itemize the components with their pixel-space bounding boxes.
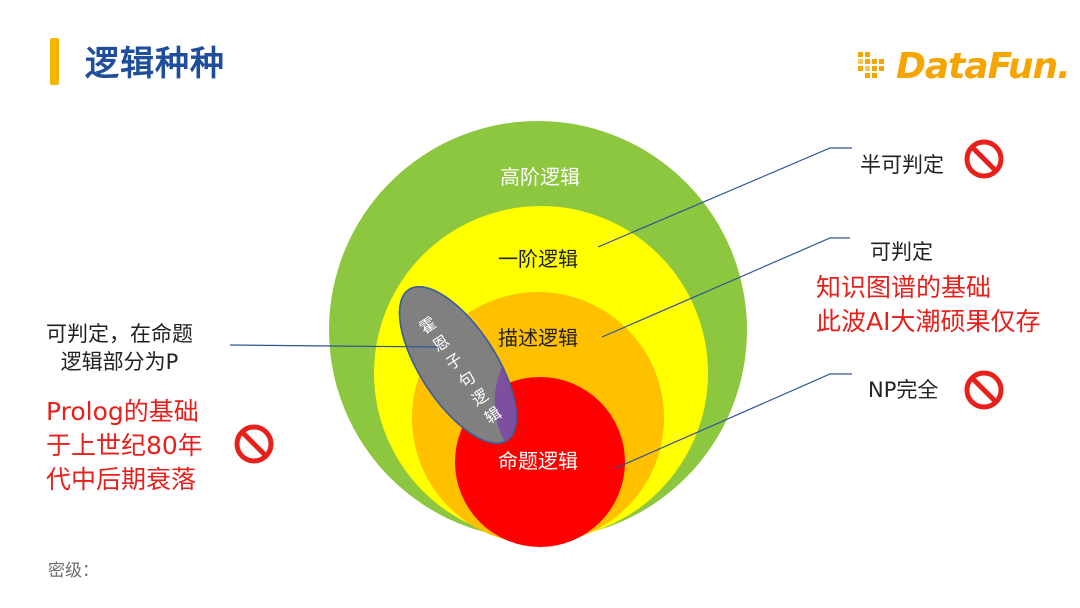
- description-logic-label: 描述逻辑: [498, 326, 578, 350]
- horn-annotation-line: 逻辑部分为P: [60, 350, 179, 374]
- prohibited-icon: [964, 139, 1004, 179]
- classification-label: 密级：: [48, 561, 99, 581]
- title-accent-bar: [50, 38, 59, 85]
- annotation-semi-decidable: 半可判定: [860, 153, 944, 177]
- leader-line-description: [601, 237, 850, 338]
- leader-line-horn: [229, 344, 438, 348]
- horn-annotation-line: 可判定，在命题: [46, 322, 193, 346]
- leader-line-propositional: [615, 373, 852, 469]
- annotation-np-complete: NP完全: [868, 378, 939, 402]
- prohibited-icon: [234, 424, 274, 464]
- prohibited-icon: [964, 370, 1004, 410]
- pixel-arrow-icon: [858, 52, 884, 78]
- annotation-decidable: 可判定: [870, 240, 933, 264]
- propositional-logic-label: 命题逻辑: [498, 449, 578, 473]
- prolog-note-line: Prolog的基础: [46, 397, 199, 426]
- annotation-kg-note: 知识图谱的基础 此波AI大潮硕果仅存: [816, 271, 1040, 339]
- annotation-horn-decidable: 可判定，在命题 逻辑部分为P: [46, 320, 193, 376]
- datafun-logo: DataFun.: [856, 42, 1071, 90]
- kg-note-line: 此波AI大潮硕果仅存: [816, 307, 1041, 336]
- leader-line-higher-order: [597, 147, 852, 248]
- annotation-prolog-note: Prolog的基础 于上世纪80年 代中后期衰落: [46, 395, 203, 497]
- prolog-note-line: 于上世纪80年: [46, 431, 203, 460]
- kg-note-line: 知识图谱的基础: [816, 273, 992, 302]
- higher-order-logic-label: 高阶逻辑: [500, 165, 580, 189]
- logo-text: DataFun.: [896, 45, 1071, 87]
- page-title: 逻辑种种: [85, 44, 225, 84]
- first-order-logic-label: 一阶逻辑: [498, 247, 578, 271]
- prolog-note-line: 代中后期衰落: [46, 465, 197, 494]
